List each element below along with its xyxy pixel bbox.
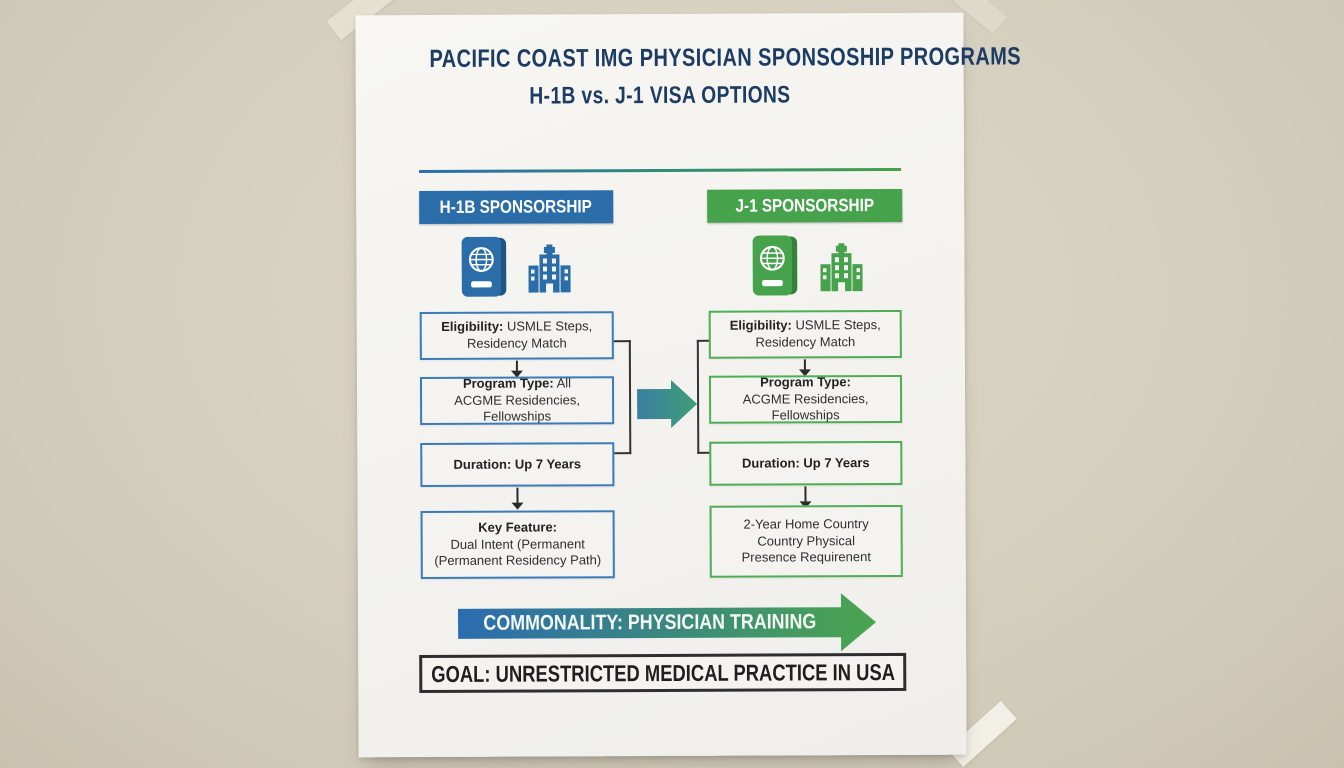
box-line: Program Type: All [462,375,572,391]
box-line: Eligibility: USMLE Steps, [729,317,881,333]
title-line2: H-1B vs. J-1 VISA OPTIONS [529,81,791,110]
box-line: Presence Requirenent [741,549,871,566]
box-line: 2-Year Home Country [743,515,869,532]
j1-bracket-connector [696,339,710,454]
j1-column-header: J-1 SPONSORSHIP [707,188,903,223]
box-line: Duration: Up 7 Years [741,454,870,471]
box-line: (Permanent Residency Path) [434,552,602,569]
down-arrow-icon [510,487,524,510]
box-line: Key Feature: [478,519,558,535]
j1-program-type-box: Program Type: ACGME Residencies, Fellows… [708,373,903,424]
poster: PACIFIC COAST IMG PHYSICIAN SPONSOSHIP P… [355,12,1022,758]
commonality-arrow-banner: COMMONALITY: PHYSICIAN TRAINING [457,591,878,655]
title-line1: PACIFIC COAST IMG PHYSICIAN SPONSOSHIP P… [429,42,1022,74]
box-line: Program Type: [760,373,851,390]
box-line: Residency Match [755,334,856,350]
box-line: ACGME Residencies, Fellowships [742,390,869,423]
box-line: Eligibility: USMLE Steps, [441,318,593,335]
h1b-program-type-box: Program Type: All ACGME Residencies, Fel… [419,375,615,426]
commonality-label: COMMONALITY: PHYSICIAN TRAINING [483,610,817,635]
passport-icon [461,236,507,302]
h1b-key-feature-box: Key Feature: Dual Intent (Permanent (Per… [420,510,615,580]
box-line: Duration: Up 7 Years [453,455,582,472]
hospital-icon [818,242,864,297]
gradient-divider [419,167,902,174]
h1b-bracket-connector [613,340,632,455]
right-arrow-icon [637,379,698,428]
h1b-duration-box: Duration: Up 7 Years [420,442,615,488]
j1-home-residency-box: 2-Year Home Country Country Physical Pre… [709,504,903,578]
goal-box: GOAL: UNRESTRICTED MEDICAL PRACTICE IN U… [419,652,907,694]
poster-title: PACIFIC COAST IMG PHYSICIAN SPONSOSHIP P… [356,42,1022,112]
box-line: Residency Match [466,335,567,351]
hospital-icon [526,243,572,298]
box-line: Country Physical [757,532,855,549]
h1b-eligibility-box: Eligibility: USMLE Steps, Residency Matc… [419,311,614,361]
h1b-column-header: H-1B SPONSORSHIP [419,190,614,225]
box-line: Dual Intent (Permanent [450,535,585,552]
j1-duration-box: Duration: Up 7 Years [709,440,903,486]
box-line: ACGME Residencies, Fellowships [454,391,580,425]
j1-eligibility-box: Eligibility: USMLE Steps, Residency Matc… [708,309,902,359]
passport-icon [752,235,798,300]
goal-label: GOAL: UNRESTRICTED MEDICAL PRACTICE IN U… [430,658,895,687]
